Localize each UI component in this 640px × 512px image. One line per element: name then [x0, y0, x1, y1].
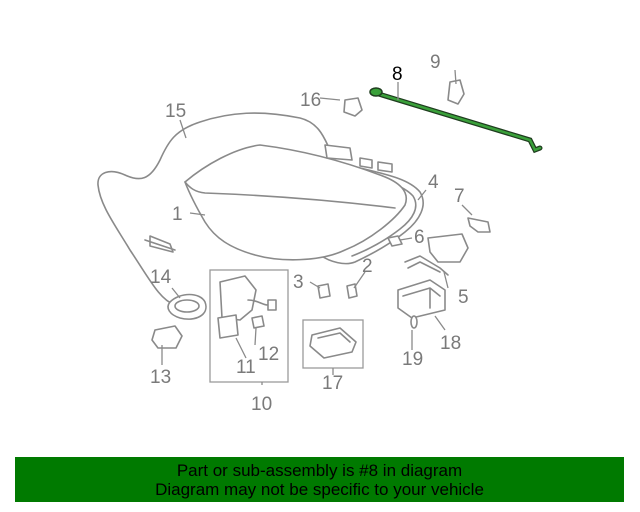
callout-6: 6 — [414, 227, 425, 248]
info-banner: Part or sub-assembly is #8 in diagram Di… — [15, 457, 624, 502]
callout-13: 13 — [150, 367, 171, 388]
part-18-latch — [397, 279, 446, 319]
callout-17: 17 — [322, 373, 343, 394]
part-9-clip — [447, 79, 465, 105]
part-15-cable — [97, 112, 331, 306]
banner-line-2: Diagram may not be specific to your vehi… — [155, 479, 484, 499]
part-8-stay-rod — [369, 87, 543, 154]
part-17-lens — [317, 332, 351, 343]
part-14-handle-ring — [167, 293, 207, 320]
wire-harness — [247, 299, 277, 311]
callout-5: 5 — [458, 287, 469, 308]
callout-3: 3 — [293, 272, 304, 293]
part-19-grommet — [410, 315, 418, 329]
banner-line-1: Part or sub-assembly is #8 in diagram — [176, 460, 463, 480]
lock-assembly — [427, 233, 469, 263]
callout-2: 2 — [362, 256, 373, 277]
part-15-cable-end — [144, 235, 176, 253]
part-5-rod — [404, 255, 449, 276]
part-18-latch-detail — [402, 287, 441, 309]
part-6-bumper — [387, 235, 403, 247]
callout-10: 10 — [251, 394, 272, 415]
callout-15: 15 — [165, 101, 186, 122]
callout-12: 12 — [258, 344, 279, 365]
part-7-bracket — [467, 217, 491, 233]
part-14-inner — [174, 299, 200, 313]
callout-4: 4 — [428, 172, 439, 193]
part-11-plate — [217, 314, 239, 339]
callout-14: 14 — [150, 267, 172, 288]
callout-19: 19 — [402, 349, 423, 370]
part-12-connector — [251, 315, 265, 329]
part-1-trunk-lid — [184, 144, 407, 261]
group-10-box — [209, 269, 289, 383]
part-17-lamp — [309, 327, 357, 359]
cable-connector — [324, 144, 393, 173]
callout-9: 9 — [430, 52, 441, 73]
callout-7: 7 — [454, 186, 465, 207]
part-3-bumper — [317, 283, 331, 299]
part-11-latch — [219, 275, 257, 321]
callout-8: 8 — [392, 64, 403, 85]
part-13-bracket — [151, 325, 183, 349]
callout-11: 11 — [236, 357, 256, 378]
callout-18: 18 — [440, 333, 461, 354]
leader-lines — [161, 69, 473, 385]
parts-diagram: 1 15 16 8 9 4 7 6 5 2 3 14 13 12 11 10 1… — [97, 52, 543, 415]
callout-1: 1 — [172, 204, 183, 225]
callout-16: 16 — [300, 90, 321, 111]
part-16-opener — [343, 97, 363, 117]
part-1-lid-edge — [184, 181, 396, 209]
